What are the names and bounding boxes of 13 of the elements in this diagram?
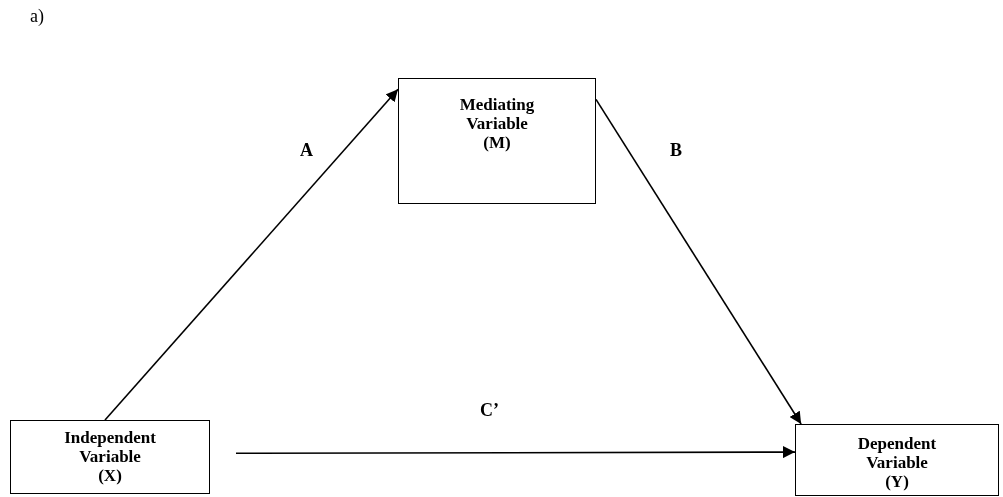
variable-name: Independent Variable <box>63 428 157 466</box>
arrow <box>104 88 399 421</box>
variable-box <box>398 78 596 204</box>
variable-box <box>795 424 999 496</box>
variable-symbol: (X) <box>97 466 123 485</box>
variable-box <box>10 420 210 494</box>
panel-label: a) <box>30 6 44 26</box>
variable-name: Mediating Variable <box>458 95 536 133</box>
variable-name: Dependent Variable <box>856 434 938 472</box>
variable-symbol: (Y) <box>884 472 910 491</box>
variable-symbol: (M) <box>482 133 512 152</box>
arrow <box>595 98 802 425</box>
arrow <box>235 446 796 459</box>
